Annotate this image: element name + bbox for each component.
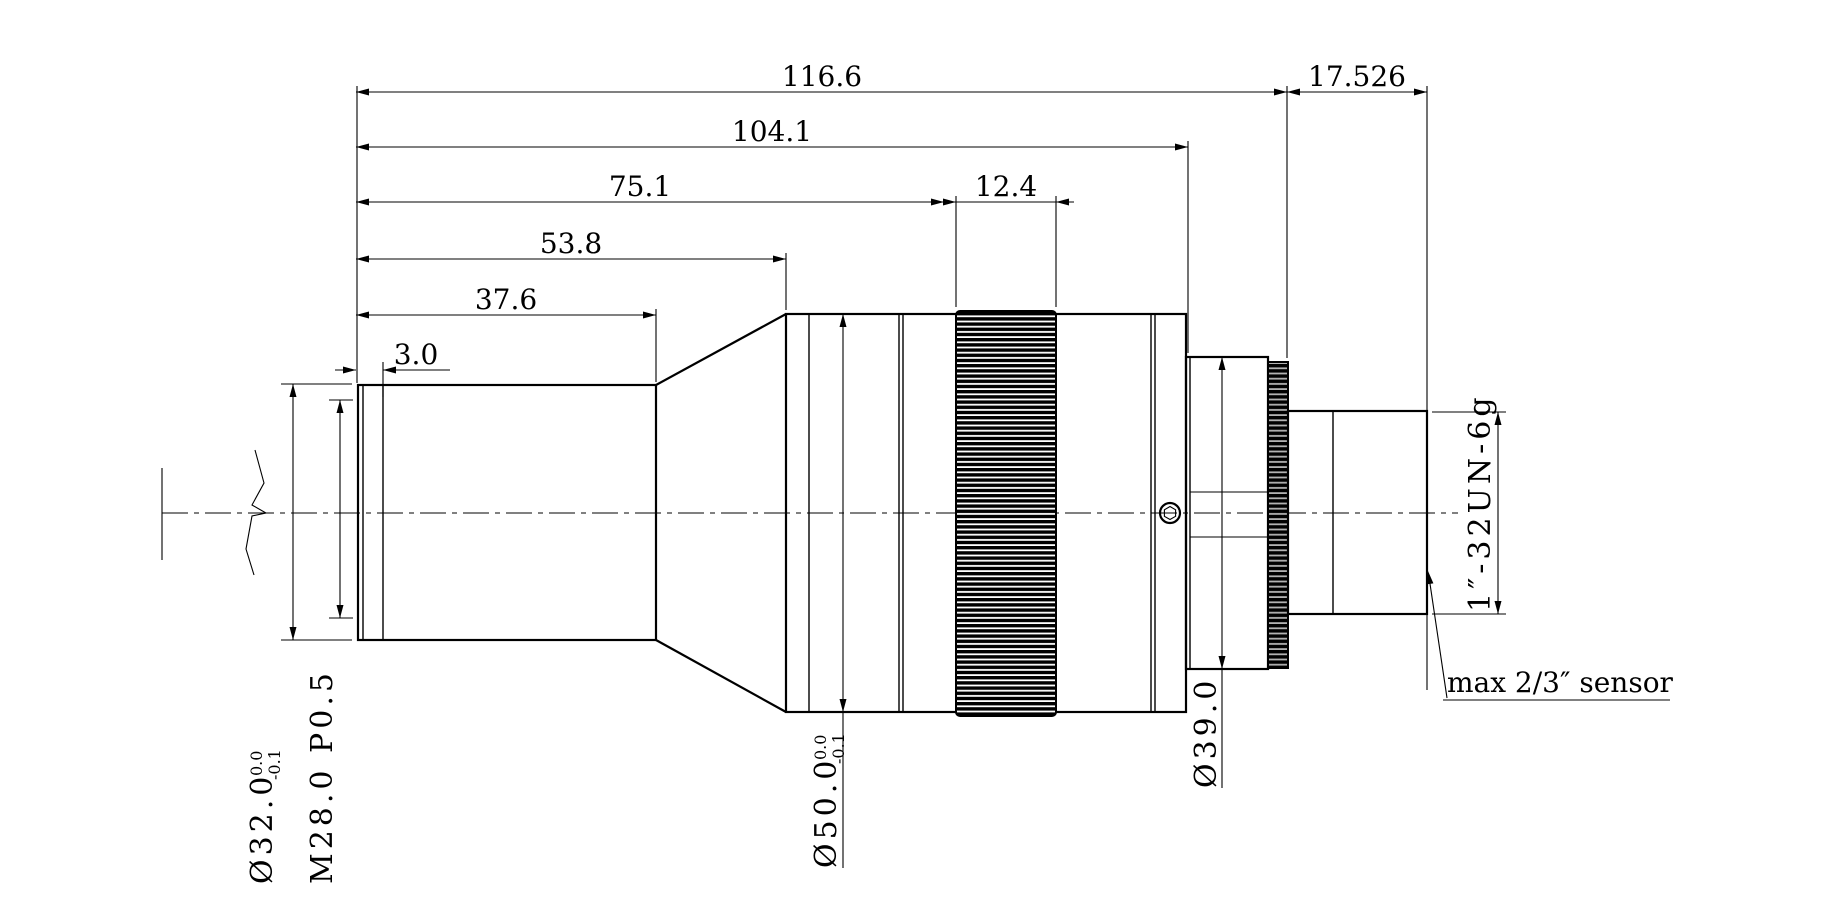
max-sensor-text: max 2/3″ sensor [1447,666,1674,699]
dim-front-bezel-text: 3.0 [394,338,439,371]
cone-bottom-edge [655,639,787,713]
dim-mount-thread: 1″-32UN-6g [1463,393,1502,614]
dim-body-diameter: Ø50.0 0.0 -0.1 [809,314,848,868]
phi50-tol-lower: -0.1 [829,733,848,764]
dim-front-bezel: 3.0 [335,338,450,374]
phi50-label: Ø50.0 [809,757,844,868]
break-symbol [245,449,268,576]
dim-front-barrel-length: 37.6 [356,283,656,319]
lock-ring-shade [1268,362,1288,668]
note-max-sensor: max 2/3″ sensor [1426,571,1674,701]
phi32-tol-upper: 0.0 [247,751,266,776]
dim-front-to-body: 53.8 [356,227,786,263]
cone-top-edge [655,313,787,386]
dim-front-barrel-diameter: Ø32.0 0.0 -0.1 [245,384,297,884]
sensor-leader-arrow [1426,571,1434,585]
set-screw [1158,501,1182,525]
dim-front-to-focus-ring: 75.1 [356,170,956,206]
dim-overall-length-text: 116.6 [782,60,862,93]
dim-front-to-body-text: 53.8 [540,227,602,260]
dim-front-to-focus-ring-text: 75.1 [609,170,671,203]
lens-outline [161,86,1458,717]
dim-focus-ring-width: 12.4 [931,170,1074,206]
dim-front-filter-thread: M28.0 P0.5 [305,400,344,884]
dim-flange-focal-distance: 17.526 [1287,60,1427,96]
phi32-label: Ø32.0 [245,773,280,884]
phi50-tol-upper: 0.0 [811,735,830,760]
front-barrel [356,383,658,642]
set-screw-hex-socket [1163,505,1177,521]
dim-overall-length: 116.6 [356,60,1287,96]
sensor-leader-line [1428,576,1448,699]
m28-label: M28.0 P0.5 [305,669,340,884]
dim-rear-ring-diameter: Ø39.0 [1189,357,1226,788]
phi39-label: Ø39.0 [1189,677,1224,788]
phi32-tol-lower: -0.1 [265,749,284,780]
dim-front-barrel-length-text: 37.6 [475,283,537,316]
dim-body-length: 104.1 [356,115,1188,151]
dim-focus-ring-width-text: 12.4 [975,170,1037,203]
extension-lines [281,86,1506,641]
dim-flange-focal-distance-text: 17.526 [1308,60,1406,93]
focus-ring-knurl [955,310,1057,717]
dim-body-length-text: 104.1 [732,115,812,148]
mount-thread-label: 1″-32UN-6g [1463,393,1498,612]
